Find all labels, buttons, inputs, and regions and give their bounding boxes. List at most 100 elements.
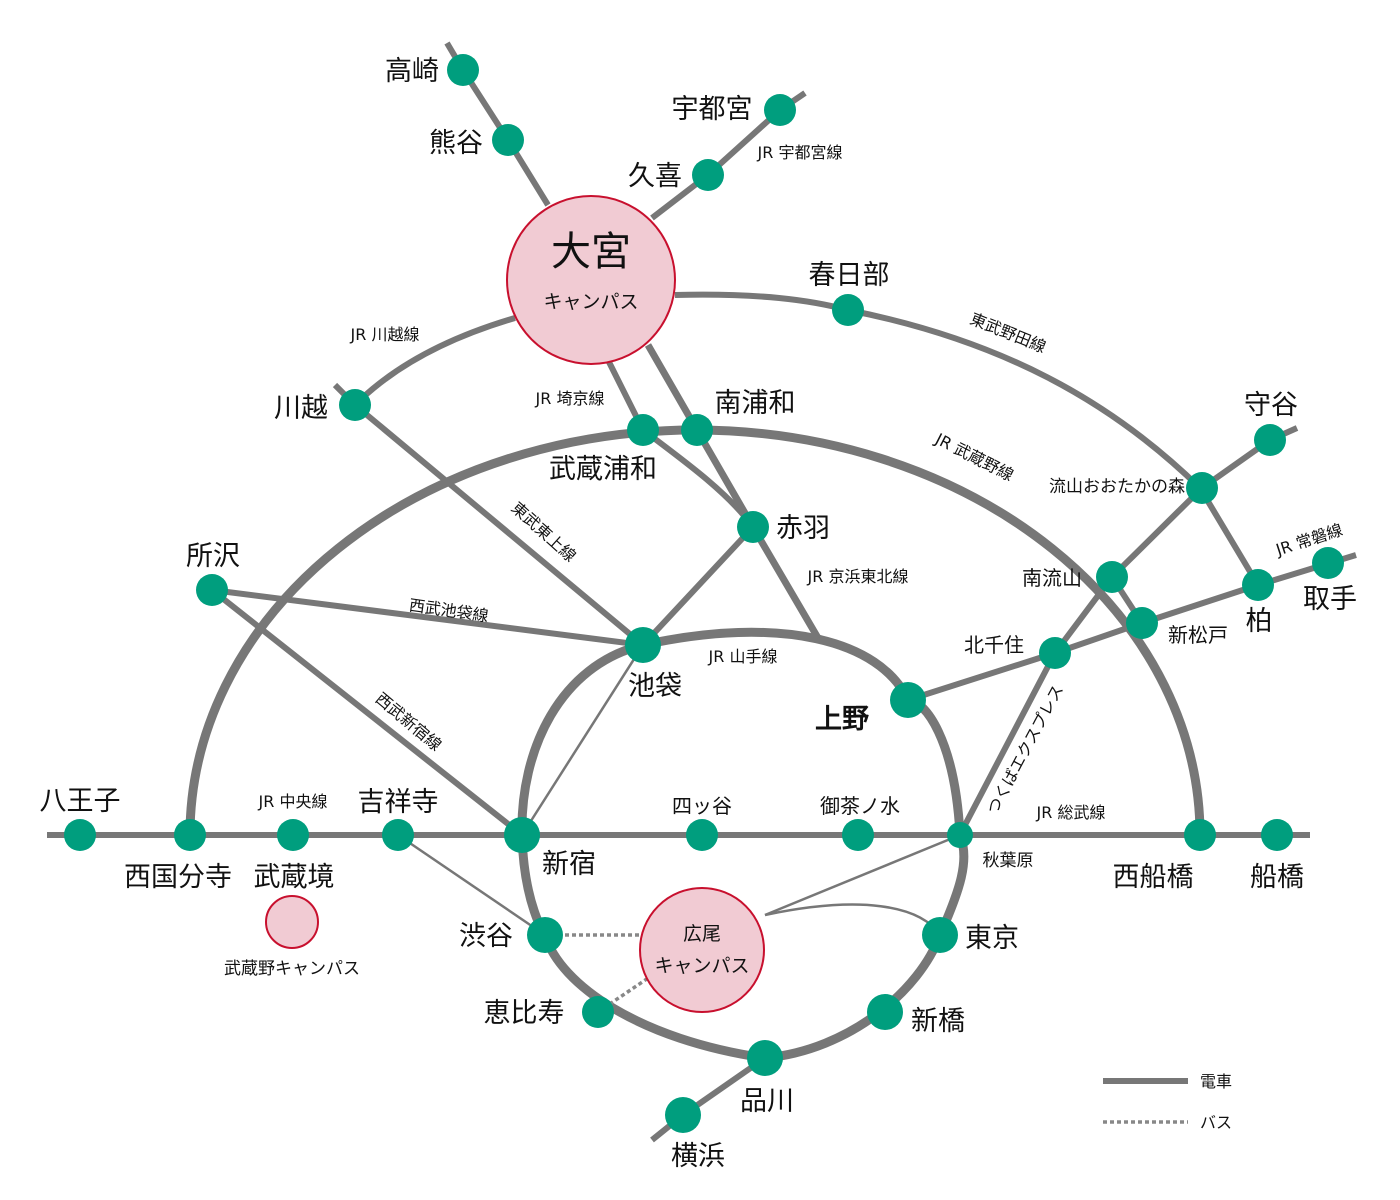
label-musashi-sakai: 武蔵境 (254, 862, 335, 893)
station-minami-urawa[interactable] (681, 414, 713, 446)
station-funabashi[interactable] (1261, 819, 1293, 851)
station-nishi-kokubunji[interactable] (174, 819, 206, 851)
label-musashi-urawa: 武蔵浦和 (549, 454, 657, 485)
station-shibuya[interactable] (527, 917, 563, 953)
station-kuki[interactable] (692, 159, 724, 191)
station-tokorozawa[interactable] (196, 574, 228, 606)
station-kichijoji[interactable] (382, 819, 414, 851)
station-shimbashi[interactable] (867, 994, 903, 1030)
label-jr-saikyo-line: JR 埼京線 (535, 389, 605, 408)
station-musashi-urawa[interactable] (627, 414, 659, 446)
line-ikebukuro-shinjuku-thin (520, 644, 645, 836)
campus-hiroo-name: 広尾 (683, 923, 721, 945)
label-jr-kawagoe-line: JR 川越線 (350, 325, 420, 344)
station-shinjuku[interactable] (504, 817, 540, 853)
label-kumagaya: 熊谷 (429, 128, 483, 159)
label-shinagawa: 品川 (740, 1086, 794, 1117)
campus-musashino[interactable]: 武蔵野キャンパス (224, 895, 360, 979)
campus-omiya[interactable]: 大宮 キャンパス (506, 195, 676, 365)
label-jr-utsunomiya-line: JR 宇都宮線 (757, 143, 843, 162)
station-hachioji[interactable] (64, 819, 96, 851)
station-nishi-funabashi[interactable] (1184, 819, 1216, 851)
label-moriya: 守谷 (1244, 390, 1298, 421)
station-akabane[interactable] (737, 511, 769, 543)
line-seibu-shinjuku (210, 587, 524, 838)
label-ikebukuro: 池袋 (628, 671, 682, 702)
bus-routes (565, 933, 661, 1014)
station-shinagawa[interactable] (747, 1040, 783, 1076)
line-jr-kawagoe (352, 315, 516, 408)
station-utsunomiya[interactable] (764, 94, 796, 126)
label-takasaki: 高崎 (385, 56, 439, 87)
campus-musashino-label: 武蔵野キャンパス (224, 959, 360, 979)
station-ikebukuro[interactable] (625, 627, 661, 663)
label-kawagoe: 川越 (274, 393, 328, 424)
station-akihabara[interactable] (947, 822, 973, 848)
station-ebisu[interactable] (582, 996, 614, 1028)
line-seibu-ikebukuro (211, 587, 644, 648)
label-tokorozawa: 所沢 (186, 541, 240, 572)
line-kichijoji-shibuya (397, 833, 546, 937)
label-tsukuba-express: つくばエクスプレス (983, 682, 1067, 818)
station-toride[interactable] (1312, 547, 1344, 579)
legend-train-label: 電車 (1200, 1072, 1232, 1091)
label-nagareyama-otakanomori: 流山おおたかの森 (1049, 477, 1185, 497)
label-akabane: 赤羽 (776, 513, 830, 544)
campus-omiya-sub: キャンパス (543, 291, 638, 313)
legend-bus-label: バス (1200, 1113, 1232, 1132)
campus-hiroo-sub: キャンパス (654, 955, 749, 977)
station-kita-senju[interactable] (1039, 637, 1071, 669)
label-shibuya: 渋谷 (459, 921, 513, 952)
station-kawagoe[interactable] (339, 389, 371, 421)
label-shin-matsudo: 新松戸 (1168, 623, 1228, 647)
label-shinjuku: 新宿 (542, 849, 596, 880)
label-toride: 取手 (1303, 584, 1357, 615)
station-labels: 高崎 熊谷 宇都宮 久喜 春日部 川越 南浦和 武蔵浦和 赤羽 所沢 池袋 上野… (40, 56, 1358, 1172)
label-ebisu: 恵比寿 (484, 998, 565, 1029)
line-tobu-noda (674, 291, 1261, 587)
bus-ebisu-hiroo (597, 968, 661, 1014)
label-akihabara: 秋葉原 (983, 851, 1034, 871)
label-jr-chuo-line: JR 中央線 (258, 792, 328, 811)
station-moriya[interactable] (1254, 424, 1286, 456)
label-jr-keihin-tohoku-line: JR 京浜東北線 (807, 567, 909, 586)
station-kashiwa[interactable] (1242, 569, 1274, 601)
station-shin-matsudo[interactable] (1126, 607, 1158, 639)
label-nishi-kokubunji: 西国分寺 (124, 862, 232, 893)
station-yotsuya[interactable] (686, 819, 718, 851)
station-musashi-sakai[interactable] (277, 819, 309, 851)
station-tokyo[interactable] (922, 917, 958, 953)
station-yokohama[interactable] (665, 1097, 701, 1133)
station-takasaki[interactable] (447, 54, 479, 86)
label-kasukabe: 春日部 (809, 260, 890, 291)
label-kashiwa: 柏 (1246, 606, 1273, 637)
label-utsunomiya: 宇都宮 (672, 94, 753, 125)
label-yokohama: 横浜 (671, 1141, 725, 1172)
label-hachioji: 八王子 (40, 786, 121, 817)
station-ochanomizu[interactable] (842, 819, 874, 851)
label-minami-nagareyama: 南流山 (1022, 566, 1082, 590)
label-ueno: 上野 (815, 704, 869, 735)
station-nagareyama-otakanomori[interactable] (1186, 472, 1218, 504)
label-shimbashi: 新橋 (911, 1006, 965, 1037)
label-kichijoji: 吉祥寺 (358, 787, 439, 818)
label-tobu-tojo-line: 東武東上線 (508, 498, 580, 566)
line-hiroo-tokyo (764, 903, 942, 936)
campus-omiya-name: 大宮 (551, 229, 631, 275)
label-tokyo: 東京 (965, 923, 1019, 954)
station-ueno[interactable] (890, 682, 926, 718)
label-funabashi: 船橋 (1250, 862, 1304, 893)
station-minami-nagareyama[interactable] (1096, 561, 1128, 593)
label-ochanomizu: 御茶ノ水 (820, 794, 900, 818)
label-nishi-funabashi: 西船橋 (1113, 862, 1194, 893)
legend: 電車 バス (1103, 1072, 1232, 1132)
station-kumagaya[interactable] (492, 124, 524, 156)
label-kuki: 久喜 (628, 161, 682, 192)
label-yotsuya: 四ッ谷 (672, 794, 732, 818)
label-jr-musashino-line: JR 武蔵野線 (931, 429, 1016, 485)
campus-hiroo[interactable]: 広尾 キャンパス (639, 887, 765, 1013)
label-minami-urawa: 南浦和 (715, 388, 796, 419)
station-kasukabe[interactable] (832, 294, 864, 326)
line-akihabara-hiroo (764, 833, 961, 917)
